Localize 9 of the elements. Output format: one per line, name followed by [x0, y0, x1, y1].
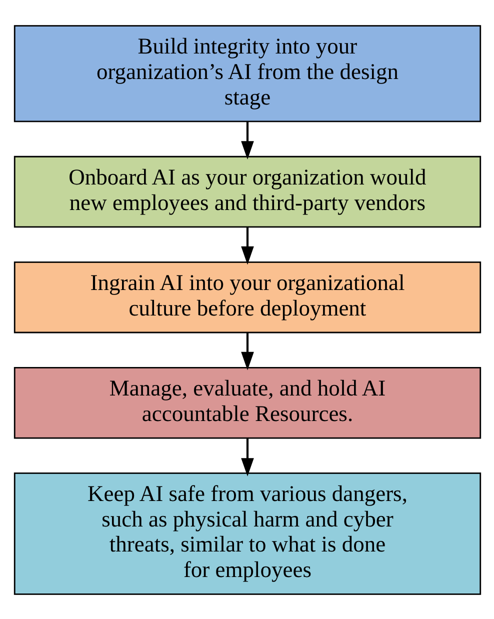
node-box: Onboard AI as your organization would new employees and third-party vendors: [13, 155, 481, 228]
arrow: [240, 438, 254, 476]
arrow: [240, 332, 254, 370]
arrow: [240, 121, 254, 159]
node-box: Keep AI safe from various dangers, such as physical harm and cyber threats, similar to what is done for employees: [13, 472, 481, 594]
node-box: Manage, evaluate, and hold AI accountable Resources.: [13, 366, 481, 438]
node-box: Ingrain AI into your organizational culture before deployment: [13, 260, 481, 333]
arrow: [240, 226, 254, 264]
node-box: Build integrity into your organization’s AI from the design stage: [13, 24, 481, 122]
